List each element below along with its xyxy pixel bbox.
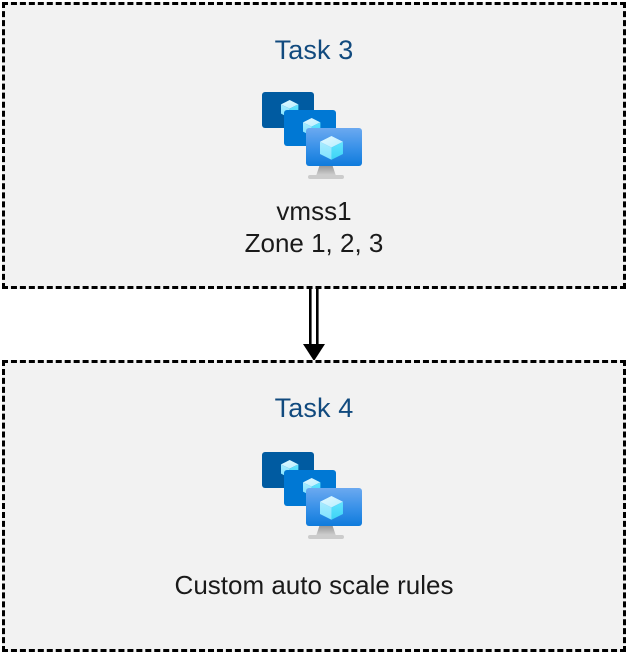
task-box-task-3[interactable]: Task 3 <box>2 2 626 289</box>
task-4-caption-block: Custom auto scale rules <box>175 570 454 602</box>
task3-to-task4-arrow <box>303 286 325 361</box>
azure-vm-scale-set-icon <box>262 452 362 539</box>
task-4-heading: Task 4 <box>274 393 354 423</box>
task-3-caption-block: vmss1 Zone 1, 2, 3 <box>245 196 384 259</box>
task-box-task-4[interactable]: Task 4 <box>2 360 626 652</box>
task-4-caption-line-1: Custom auto scale rules <box>174 570 454 600</box>
azure-vm-scale-set-icon <box>262 92 362 179</box>
task-3-heading: Task 3 <box>274 35 354 65</box>
task-3-caption-line-1: vmss1 <box>276 196 352 226</box>
task-3-caption-line-2: Zone 1, 2, 3 <box>244 227 384 258</box>
